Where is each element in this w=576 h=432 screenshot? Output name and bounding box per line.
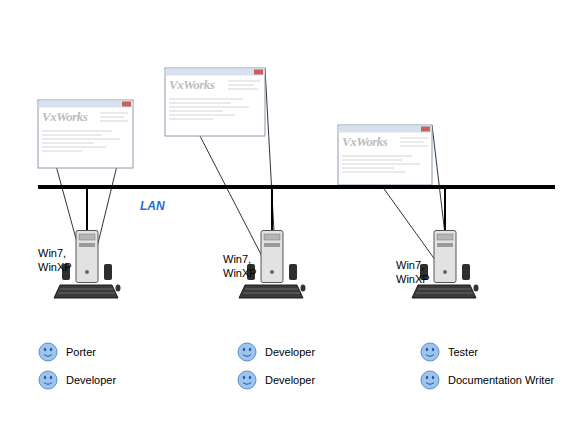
speaker — [462, 264, 470, 280]
face-smile — [426, 355, 434, 357]
role-label: Porter — [66, 345, 96, 359]
drive-bay — [264, 243, 280, 247]
window-close-button — [254, 70, 263, 75]
window-titlebar — [339, 126, 432, 133]
network-drop — [444, 189, 446, 230]
face-eye — [432, 348, 434, 352]
power-button — [85, 270, 89, 274]
projection-line — [338, 125, 441, 268]
face-smile — [44, 355, 52, 357]
mouse — [301, 285, 306, 292]
mouse — [474, 285, 479, 292]
power-button — [270, 270, 274, 274]
speaker — [289, 264, 297, 280]
person-icon — [421, 343, 439, 361]
power-button — [443, 270, 447, 274]
face-eye — [44, 376, 46, 380]
window-frame — [165, 68, 265, 136]
projection-lines — [38, 68, 449, 268]
person-icon — [238, 343, 256, 361]
drive-bay — [79, 234, 95, 240]
face-smile — [243, 383, 251, 385]
screenshot-window — [338, 125, 432, 185]
tower-case — [434, 231, 456, 283]
network-bus: LAN — [38, 185, 555, 189]
face-circle — [39, 371, 57, 389]
face-eye — [44, 348, 46, 352]
face-eye — [50, 376, 52, 380]
network-label: LAN — [140, 199, 200, 213]
tower-case — [261, 231, 283, 283]
role-label: Developer — [265, 345, 315, 359]
workstation: Win7, WinXP — [237, 230, 307, 302]
drive-bay — [79, 243, 95, 247]
face-circle — [421, 343, 439, 361]
face-circle — [238, 371, 256, 389]
workstation: Win7, WinXP — [410, 230, 480, 302]
network-drop — [271, 189, 273, 230]
keyboard — [54, 285, 118, 298]
window-titlebar — [166, 69, 265, 76]
person-icon — [39, 343, 57, 361]
face-circle — [39, 343, 57, 361]
person-icon — [39, 371, 57, 389]
window-frame — [38, 100, 133, 168]
product-logo: VxWorks — [342, 135, 387, 149]
face-circle — [421, 371, 439, 389]
person-icon — [238, 371, 256, 389]
mouse — [116, 285, 121, 292]
product-logo: VxWorks — [42, 110, 87, 124]
screenshot-window — [38, 100, 133, 168]
window-titlebar — [39, 101, 133, 108]
drive-bay — [437, 243, 453, 247]
role-label: Tester — [448, 345, 478, 359]
face-eye — [243, 348, 245, 352]
role-label: Documentation Writer — [448, 373, 554, 387]
computer-symbol — [237, 230, 307, 302]
window-close-button — [421, 127, 430, 132]
os-label: Win7, WinXP — [396, 258, 432, 286]
face-eye — [249, 348, 251, 352]
window-frame — [338, 125, 432, 185]
product-logo: VxWorks — [169, 78, 214, 92]
network-drop — [86, 189, 88, 230]
os-label: Win7, WinXP — [38, 246, 74, 274]
face-smile — [44, 383, 52, 385]
keyboard — [239, 285, 303, 298]
role-label: Developer — [66, 373, 116, 387]
keyboard-keys — [243, 289, 300, 293]
face-smile — [243, 355, 251, 357]
person-icon — [421, 371, 439, 389]
keyboard — [412, 285, 476, 298]
drive-bay — [437, 234, 453, 240]
face-eye — [50, 348, 52, 352]
screenshot-window — [165, 68, 265, 136]
keyboard-keys — [416, 289, 473, 293]
projection-line — [165, 68, 268, 268]
os-label: Win7, WinXP — [223, 252, 259, 280]
tower-case — [76, 231, 98, 283]
role-label: Developer — [265, 373, 315, 387]
window-close-button — [122, 102, 131, 107]
keyboard-keys — [58, 289, 115, 293]
workstation: Win7, WinXP — [52, 230, 122, 302]
face-eye — [243, 376, 245, 380]
face-eye — [249, 376, 251, 380]
face-circle — [238, 343, 256, 361]
face-eye — [426, 348, 428, 352]
speaker — [104, 264, 112, 280]
face-eye — [426, 376, 428, 380]
face-eye — [432, 376, 434, 380]
drive-bay — [264, 234, 280, 240]
face-smile — [426, 383, 434, 385]
